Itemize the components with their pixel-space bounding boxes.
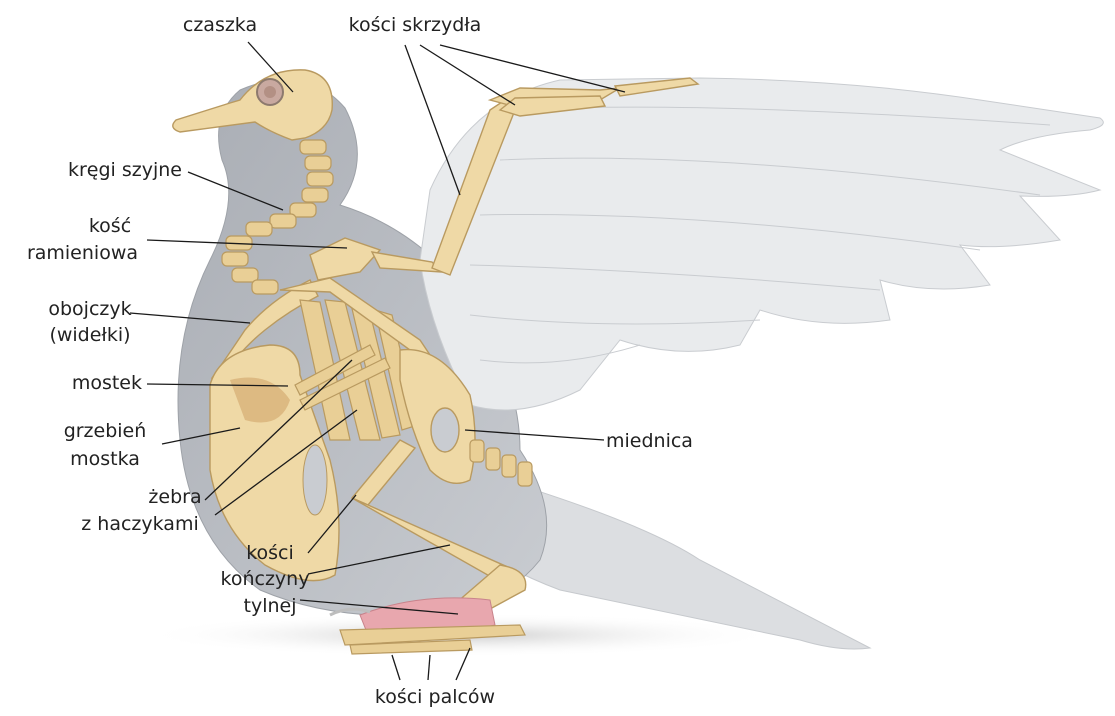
label-grzebien: grzebień — [50, 418, 160, 444]
label-zebra: żebra — [120, 484, 230, 510]
label-kosci: kości — [220, 540, 320, 566]
label-z-haczykami: z haczykami — [60, 511, 220, 537]
label-tylnej: tylnej — [220, 593, 320, 619]
label-kosci-skrzydla: kości skrzydła — [340, 12, 490, 38]
label-kosc: kość — [60, 213, 160, 239]
label-czaszka: czaszka — [170, 12, 270, 38]
label-mostka: mostka — [50, 446, 160, 472]
label-mostek: mostek — [30, 370, 142, 396]
label-kregi-szyjne: kręgi szyjne — [40, 157, 182, 183]
label-widelki: (widełki) — [30, 322, 150, 348]
wing — [420, 78, 1103, 410]
label-konczyny: kończyny — [210, 566, 320, 592]
label-obojczyk: obojczyk — [30, 296, 150, 322]
label-miednica: miednica — [606, 428, 716, 454]
label-ramieniowa: ramieniowa — [6, 240, 138, 266]
label-kosci-palcow: kości palców — [360, 684, 510, 710]
